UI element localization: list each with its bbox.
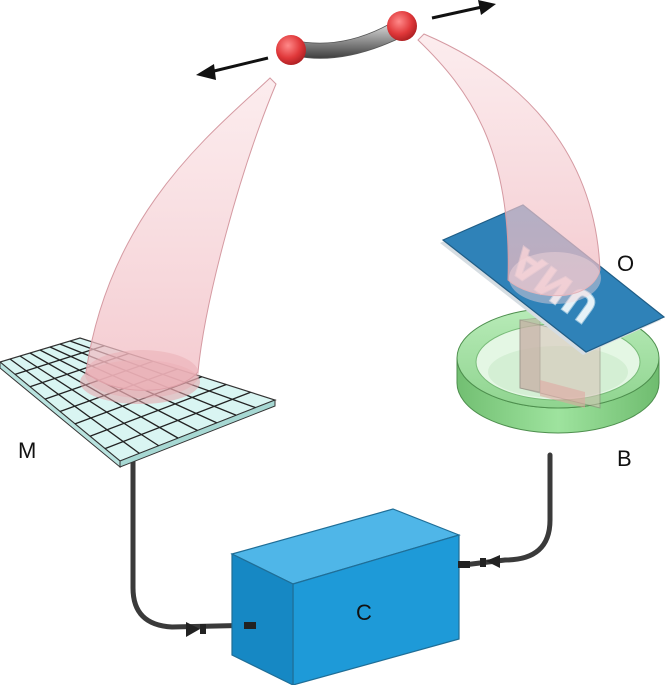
cable-detector-to-controller [130, 459, 265, 630]
bucket-label: B [617, 446, 632, 471]
left-beam [85, 77, 277, 398]
controller-label: C [356, 600, 372, 625]
right-beam [417, 33, 601, 304]
detector-label: M [18, 438, 36, 463]
atom-pair [276, 11, 417, 65]
cable-bucket-to-controller [452, 452, 553, 569]
left-atom [276, 35, 306, 65]
mask-label: O [617, 251, 634, 276]
detector-grid-line [104, 391, 251, 450]
connector-icon [458, 555, 500, 568]
connector-icon [186, 622, 256, 637]
right-atom [387, 11, 417, 41]
arrow-left-icon [196, 56, 269, 80]
arrow-right-icon [431, 0, 496, 20]
detector-grid-line [89, 383, 227, 437]
controller-box [230, 508, 461, 685]
